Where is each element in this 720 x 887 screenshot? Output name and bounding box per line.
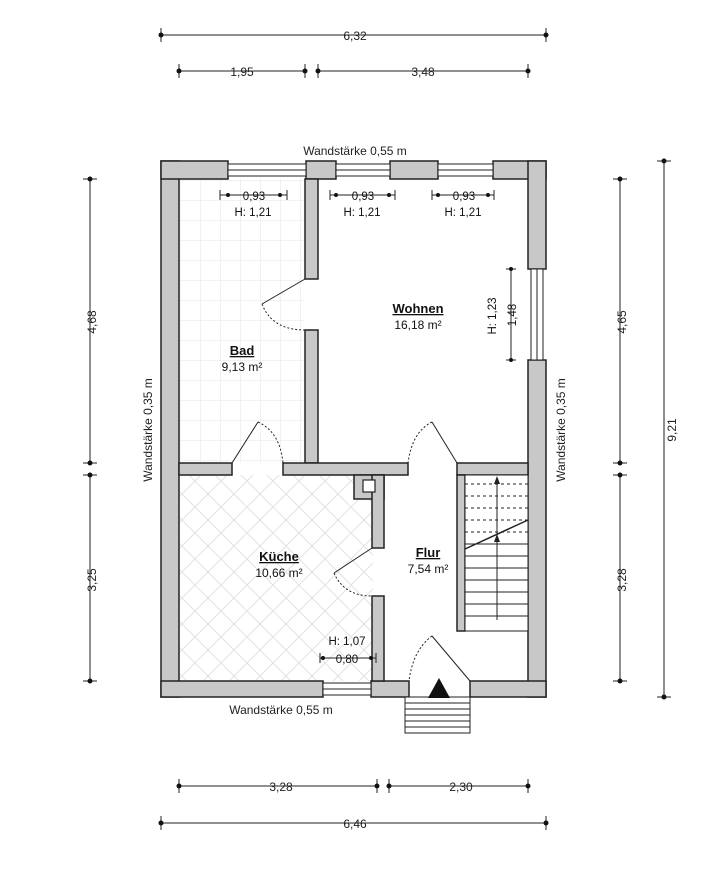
entrance-steps: [404, 696, 471, 734]
room-wohnen-name: Wohnen: [392, 301, 443, 316]
room-kueche-area: 10,66 m²: [255, 566, 302, 580]
dim-bottom-left: 3,28: [269, 780, 293, 794]
dim-right-total: 9,21: [665, 418, 679, 442]
chimney-flue: [362, 479, 376, 493]
wall-bottom-label: Wandstärke 0,55 m: [229, 703, 333, 717]
room-bad-area: 9,13 m²: [222, 360, 263, 374]
dim-bottom-total: 6,46: [343, 817, 367, 831]
entrance-arrow-icon: [428, 678, 450, 698]
room-flur-area: 7,54 m²: [408, 562, 449, 576]
doors: [231, 278, 471, 682]
window-wohnen1-height: H: 1,21: [343, 207, 380, 219]
room-kueche-name: Küche: [259, 549, 299, 564]
kueche-floor: [179, 475, 373, 681]
wall-top-label: Wandstärke 0,55 m: [303, 144, 407, 158]
bad-floor: [179, 179, 305, 463]
dimension-dots: [87, 32, 667, 826]
window-kueche-height: H: 1,07: [328, 636, 365, 648]
dim-bottom-right: 2,30: [449, 780, 473, 794]
dim-right-lower: 3,28: [615, 568, 629, 592]
windows: [227, 163, 544, 696]
window-bad-height: H: 1,21: [234, 207, 271, 219]
dim-top-left: 1,95: [230, 65, 254, 79]
wall-left-label: Wandstärke 0,35 m: [141, 378, 155, 482]
dimension-lines: [83, 28, 671, 830]
window-bad-width: 0,93: [243, 191, 265, 203]
dim-top-right: 3,48: [411, 65, 435, 79]
stair-direction-icon: [494, 534, 500, 542]
staircase: [464, 474, 529, 632]
stair-arrow-icon: [494, 476, 500, 484]
room-flur-name: Flur: [416, 545, 441, 560]
wall-right-label: Wandstärke 0,35 m: [554, 378, 568, 482]
dim-left-upper: 4,68: [85, 310, 99, 334]
window-wohnen2-height: H: 1,21: [444, 207, 481, 219]
window-wohnen2-width: 0,93: [453, 191, 475, 203]
dim-top-total: 6,32: [343, 29, 367, 43]
window-wohnen1-width: 0,93: [352, 191, 374, 203]
window-side-height: H: 1,23: [487, 297, 499, 334]
room-wohnen-area: 16,18 m²: [394, 318, 441, 332]
window-kueche-width: 0,80: [336, 654, 358, 666]
room-bad-name: Bad: [230, 343, 255, 358]
dim-right-upper: 4,65: [615, 310, 629, 334]
dim-left-lower: 3,25: [85, 568, 99, 592]
window-side-width: 1,48: [507, 304, 519, 326]
